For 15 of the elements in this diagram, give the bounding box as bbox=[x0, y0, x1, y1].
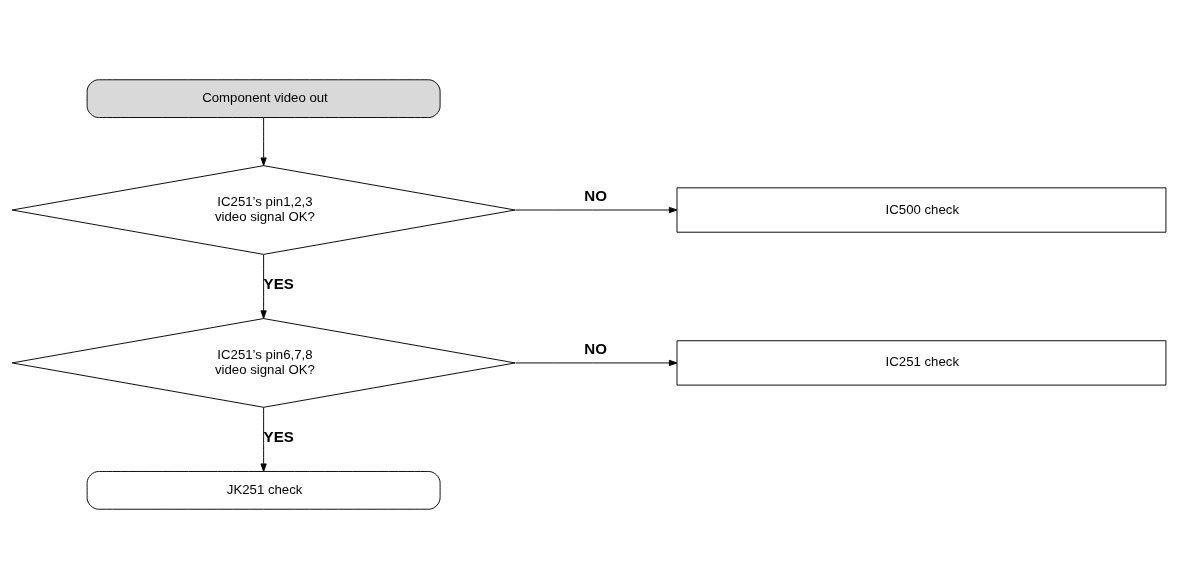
arrow bbox=[260, 253, 267, 319]
arrow bbox=[260, 116, 267, 166]
node-box: JK251 check bbox=[86, 470, 441, 510]
node-diamond: IC251’s pin6,7,8 video signal OK? bbox=[11, 317, 516, 408]
edge-label: NO bbox=[584, 186, 607, 204]
arrow bbox=[515, 359, 678, 366]
node-diamond: IC251’s pin1,2,3 video signal OK? bbox=[11, 164, 516, 255]
node-box: Component video out bbox=[86, 78, 441, 118]
arrow bbox=[515, 206, 678, 213]
edge-label: YES bbox=[263, 427, 294, 445]
node-box: IC500 check bbox=[676, 186, 1167, 233]
edge-label: NO bbox=[584, 339, 607, 357]
arrow bbox=[260, 406, 267, 472]
node-box: IC251 check bbox=[676, 339, 1167, 386]
edge-label: YES bbox=[263, 274, 294, 292]
